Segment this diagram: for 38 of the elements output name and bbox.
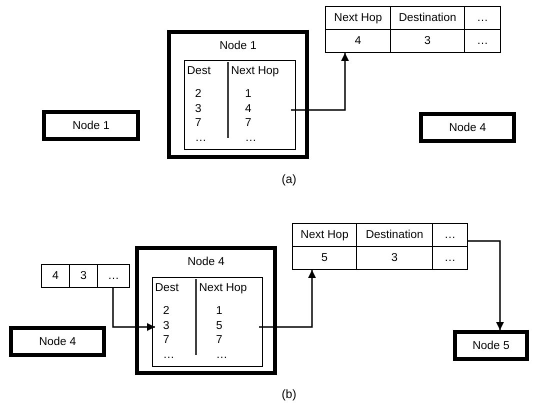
node-title: Node 4 xyxy=(187,256,225,268)
table-cell: 3 xyxy=(356,246,432,270)
routing-table xyxy=(152,276,262,366)
table-cell: … xyxy=(432,224,468,246)
packet-header xyxy=(325,6,501,53)
column-header: Dest xyxy=(187,64,211,79)
table-cell: … xyxy=(464,30,500,52)
panel-label: (a) xyxy=(282,172,296,186)
node-box xyxy=(135,246,277,375)
node-box: Node 5 xyxy=(453,330,529,361)
table-cell: Destination xyxy=(390,6,464,30)
packet-header xyxy=(292,223,468,270)
arrow xyxy=(112,288,155,331)
table-cell: 4 xyxy=(42,264,70,288)
column-header: Next Hop xyxy=(231,64,279,79)
table-cell: Next Hop xyxy=(292,224,356,246)
routing-table xyxy=(184,60,296,150)
table-cell: 4 xyxy=(326,30,390,52)
table-cell: 5 xyxy=(292,246,356,270)
node-box: Node 4 xyxy=(419,112,516,143)
panel-label: (b) xyxy=(282,387,296,401)
packet-header xyxy=(41,264,130,288)
table-cell: Destination xyxy=(356,224,432,246)
column-header: Next Hop xyxy=(199,281,247,296)
node-box: Node 1 xyxy=(42,110,140,141)
table-cell: … xyxy=(432,246,468,270)
arrow xyxy=(291,53,349,111)
table-cell: … xyxy=(98,264,130,288)
column-header: Dest xyxy=(155,281,179,296)
table-cell: 3 xyxy=(390,30,464,52)
node-title: Node 1 xyxy=(219,40,257,52)
arrow xyxy=(468,240,504,330)
arrow xyxy=(259,270,316,328)
node-box xyxy=(167,30,309,159)
table-cell: Next Hop xyxy=(326,6,390,30)
table-cell: 3 xyxy=(70,264,98,288)
node-box: Node 4 xyxy=(9,326,106,357)
table-cell: … xyxy=(464,6,500,30)
